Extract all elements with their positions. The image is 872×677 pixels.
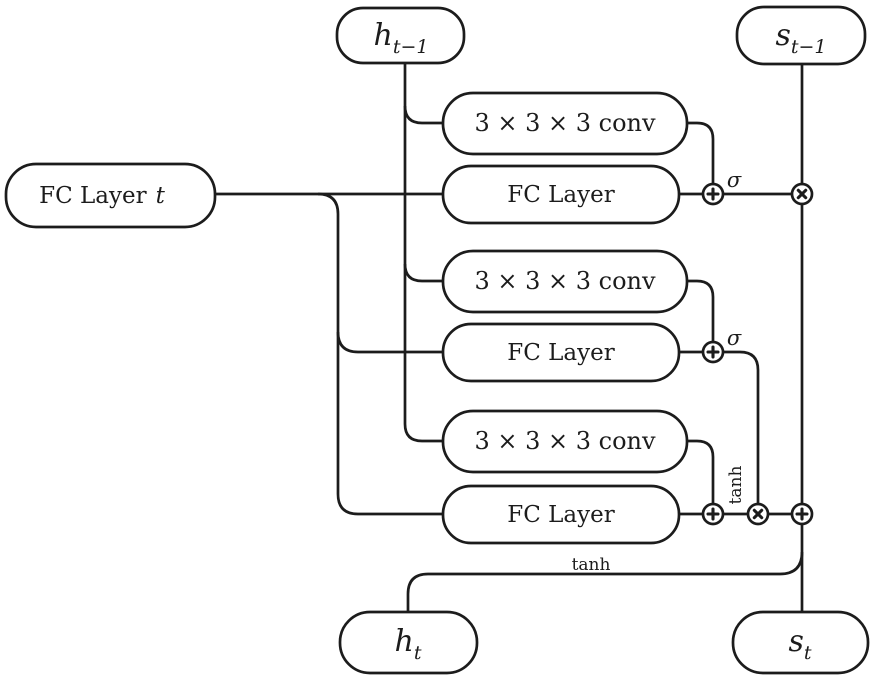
box-h-out-label: ht: [395, 624, 422, 664]
box-h-prev: [335, 6, 466, 65]
edge-hprev-branch-to-conv1: [403, 105, 443, 125]
circled-plus-icon: [701, 502, 725, 526]
box-fc-2: [441, 322, 681, 383]
circled-times-icon: [790, 182, 814, 206]
box-conv-3: [441, 409, 689, 474]
edge-hprev-trunk-to-conv3: [403, 62, 443, 443]
box-s-prev-label: st−1: [775, 18, 826, 58]
box-conv-3-label: 3 × 3 × 3 conv: [474, 427, 656, 455]
edge-conv2-to-add2: [687, 279, 715, 343]
circled-plus-icon: [701, 340, 725, 364]
box-conv-1: [441, 91, 689, 156]
box-conv-2-label: 3 × 3 × 3 conv: [474, 267, 656, 295]
edge-state-tanh-to-hout: [406, 551, 804, 612]
box-fc-1-label: FC Layer: [507, 182, 614, 208]
edge-fcinput-branch-to-fc3: [317, 192, 443, 516]
box-h-prev-label: ht−1: [374, 18, 429, 58]
circled-times-icon: [746, 502, 770, 526]
box-conv-2: [441, 249, 689, 314]
box-conv-1-label: 3 × 3 × 3 conv: [474, 109, 656, 137]
edge-fcinput-branch-to-fc2: [336, 331, 443, 354]
box-s-out-label: st: [788, 624, 811, 664]
sigma-label-row2: σ: [727, 326, 742, 350]
box-fc-3-label: FC Layer: [507, 502, 614, 528]
box-fc-3: [441, 484, 681, 545]
tanh-label-output: tanh: [572, 555, 611, 575]
box-fc-1: [441, 164, 681, 225]
edge-hprev-branch-to-conv2: [403, 263, 443, 283]
circled-plus-icon: [701, 182, 725, 206]
box-s-out: [731, 610, 870, 675]
edge-conv3-to-add3: [687, 439, 715, 505]
box-s-prev: [735, 5, 867, 66]
tanh-label-vertical: tanh: [726, 466, 746, 505]
box-fc-2-label: FC Layer: [507, 340, 614, 366]
circled-plus-icon: [790, 502, 814, 526]
box-fc-input: [4, 162, 217, 229]
sigma-label-row1: σ: [727, 168, 742, 192]
edge-add2-to-times2: [722, 350, 760, 505]
box-h-out: [338, 610, 479, 675]
edge-conv1-to-add1: [687, 121, 715, 185]
